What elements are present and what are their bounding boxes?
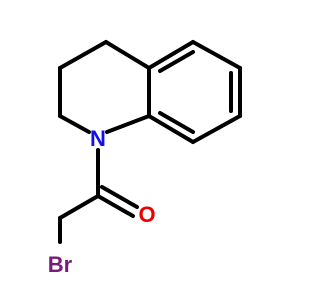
oxygen-atom-label: O xyxy=(138,202,155,227)
aromatic-inner-bond-bottom xyxy=(158,111,195,134)
bond-c1-c2 xyxy=(58,40,108,70)
bond-c4a-c5 xyxy=(147,40,195,70)
bond-c8-c8a xyxy=(147,114,195,144)
bond-n-c8a xyxy=(105,114,151,134)
molecule-canvas: N O Br xyxy=(47,40,242,277)
bromine-atom-label: Br xyxy=(48,252,73,277)
bond-c5-c6 xyxy=(191,40,242,70)
carbonyl-double-bond-inner xyxy=(100,185,139,209)
nitrogen-atom-label: N xyxy=(90,126,106,151)
bond-carbonyl-carbon-ch2 xyxy=(58,194,100,220)
bond-c4a-c1 xyxy=(104,40,151,70)
bond-c3-n xyxy=(58,114,91,134)
carbonyl-double-bond-outer xyxy=(96,194,135,218)
bond-c7-c8 xyxy=(191,114,242,144)
aromatic-inner-bond-top xyxy=(158,50,195,73)
structure-diagram: N O Br xyxy=(48,40,242,277)
